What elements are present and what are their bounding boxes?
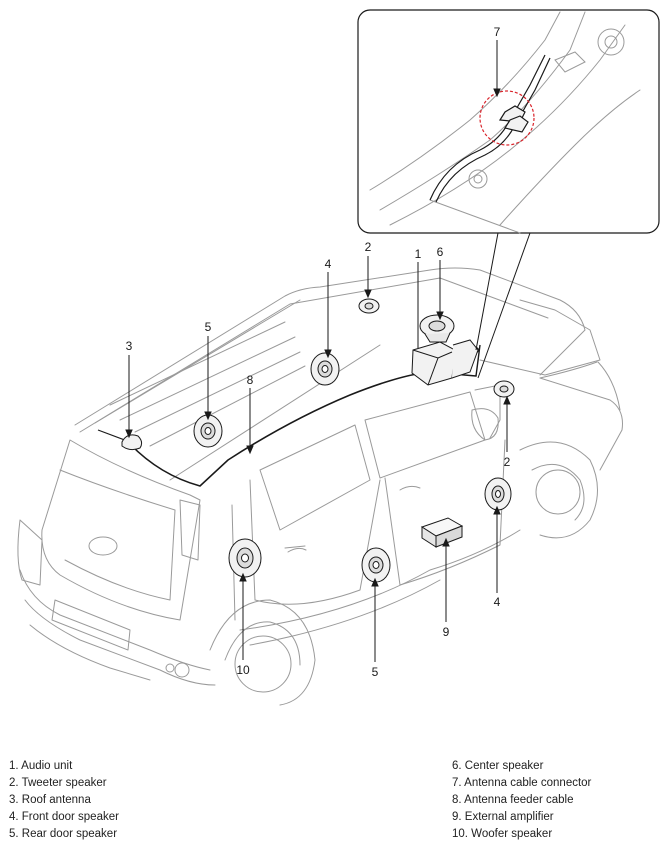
callout-5-top: 5 <box>205 320 212 334</box>
roof-antenna <box>97 429 143 451</box>
legend-item: 7. Antenna cable connector <box>452 777 592 789</box>
legend-item: 9. External amplifier <box>452 811 554 823</box>
tweeter-speaker-right <box>493 380 515 398</box>
callout-7: 7 <box>494 25 501 39</box>
callout-3: 3 <box>126 339 133 353</box>
legend-item: 6. Center speaker <box>452 760 544 772</box>
legend-item: 1. Audio unit <box>9 760 73 772</box>
callout-6: 6 <box>437 245 444 259</box>
callout-1: 1 <box>415 247 422 261</box>
connector-detail-inset <box>357 9 660 379</box>
center-speaker <box>419 314 455 343</box>
legend-right: 6. Center speaker 7. Antenna cable conne… <box>452 758 591 843</box>
antenna-feeder-cable <box>129 371 477 487</box>
cable-to-connector <box>475 344 481 377</box>
legend-item: 8. Antenna feeder cable <box>452 794 574 806</box>
rear-door-speaker-right <box>361 547 391 583</box>
legend-item: 10. Woofer speaker <box>452 828 553 840</box>
callout-4-top: 4 <box>325 257 332 271</box>
woofer-speaker <box>228 538 262 578</box>
front-door-speaker-right <box>484 477 512 511</box>
legend-item: 4. Front door speaker <box>9 811 119 823</box>
callout-4-right: 4 <box>494 595 501 609</box>
front-door-speaker-left <box>310 352 340 386</box>
callout-5-bottom: 5 <box>372 665 379 679</box>
connector-highlight-circle <box>479 90 535 146</box>
legend-left: 1. Audio unit 2. Tweeter speaker 3. Roof… <box>9 758 119 843</box>
legend-item: 2. Tweeter speaker <box>9 777 107 789</box>
callout-leaders <box>125 40 511 662</box>
callout-10: 10 <box>236 663 250 677</box>
callout-2-right: 2 <box>504 455 511 469</box>
vehicle-body <box>17 267 623 706</box>
legend-item: 3. Roof antenna <box>9 794 91 806</box>
tweeter-speaker-left <box>358 298 380 314</box>
legend-item: 5. Rear door speaker <box>9 828 118 840</box>
callout-2-top: 2 <box>365 240 372 254</box>
callout-9: 9 <box>443 625 450 639</box>
audio-unit <box>411 339 479 386</box>
external-amplifier <box>420 517 464 548</box>
callout-8: 8 <box>247 373 254 387</box>
